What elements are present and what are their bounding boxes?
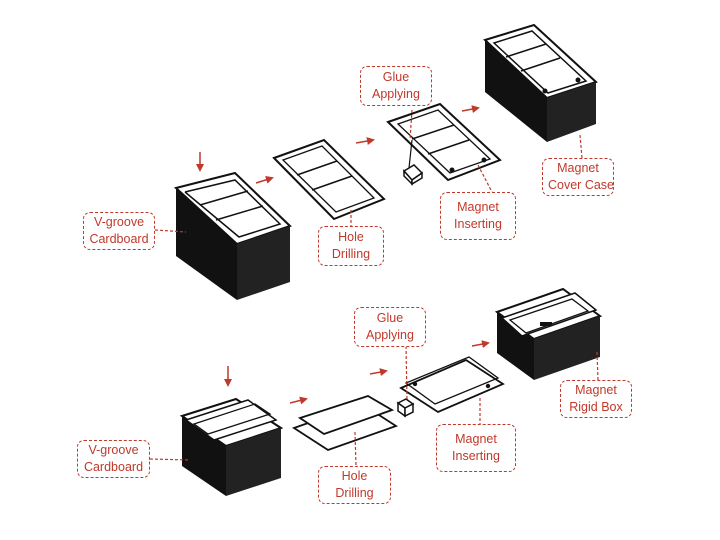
- bottom-cardboard-block: [179, 397, 284, 496]
- bottom-inserting-sheet: [399, 356, 505, 414]
- bottom-drilling-sheet: [291, 395, 399, 451]
- top-inserting-sheet: [386, 102, 502, 182]
- top-drilling-sheet: [272, 138, 386, 221]
- bottom-drilling-label: Hole Drilling: [318, 466, 391, 504]
- top-flow-arrow-3: [461, 105, 480, 114]
- bottom-rigid-box: [494, 287, 603, 380]
- top-cardboard-block: [173, 171, 292, 300]
- bottom-flow-arrow-3: [471, 340, 490, 349]
- top-result-label: Magnet Cover Case: [542, 158, 614, 196]
- top-cover-case: [483, 23, 598, 142]
- top-flow-arrow-2: [355, 137, 375, 145]
- bottom-flow-arrow-2: [369, 368, 388, 377]
- top-glue-label: Glue Applying: [360, 66, 432, 106]
- bottom-leader-lines: [149, 345, 599, 467]
- bottom-cardboard-label: V-groove Cardboard: [77, 440, 150, 478]
- top-leader-lines: [154, 109, 583, 233]
- bottom-result-label: Magnet Rigid Box: [560, 380, 632, 418]
- top-flow-arrow-1: [255, 175, 274, 184]
- top-inserting-label: Magnet Inserting: [440, 192, 516, 240]
- bottom-flow-arrow-1: [289, 396, 308, 405]
- bottom-inserting-label: Magnet Inserting: [436, 424, 516, 472]
- top-cardboard-label: V-groove Cardboard: [83, 212, 155, 250]
- bottom-glue-label: Glue Applying: [354, 307, 426, 347]
- top-drilling-label: Hole Drilling: [318, 226, 384, 266]
- bottom-glue-block: [396, 398, 415, 418]
- top-glue-block: [402, 139, 424, 186]
